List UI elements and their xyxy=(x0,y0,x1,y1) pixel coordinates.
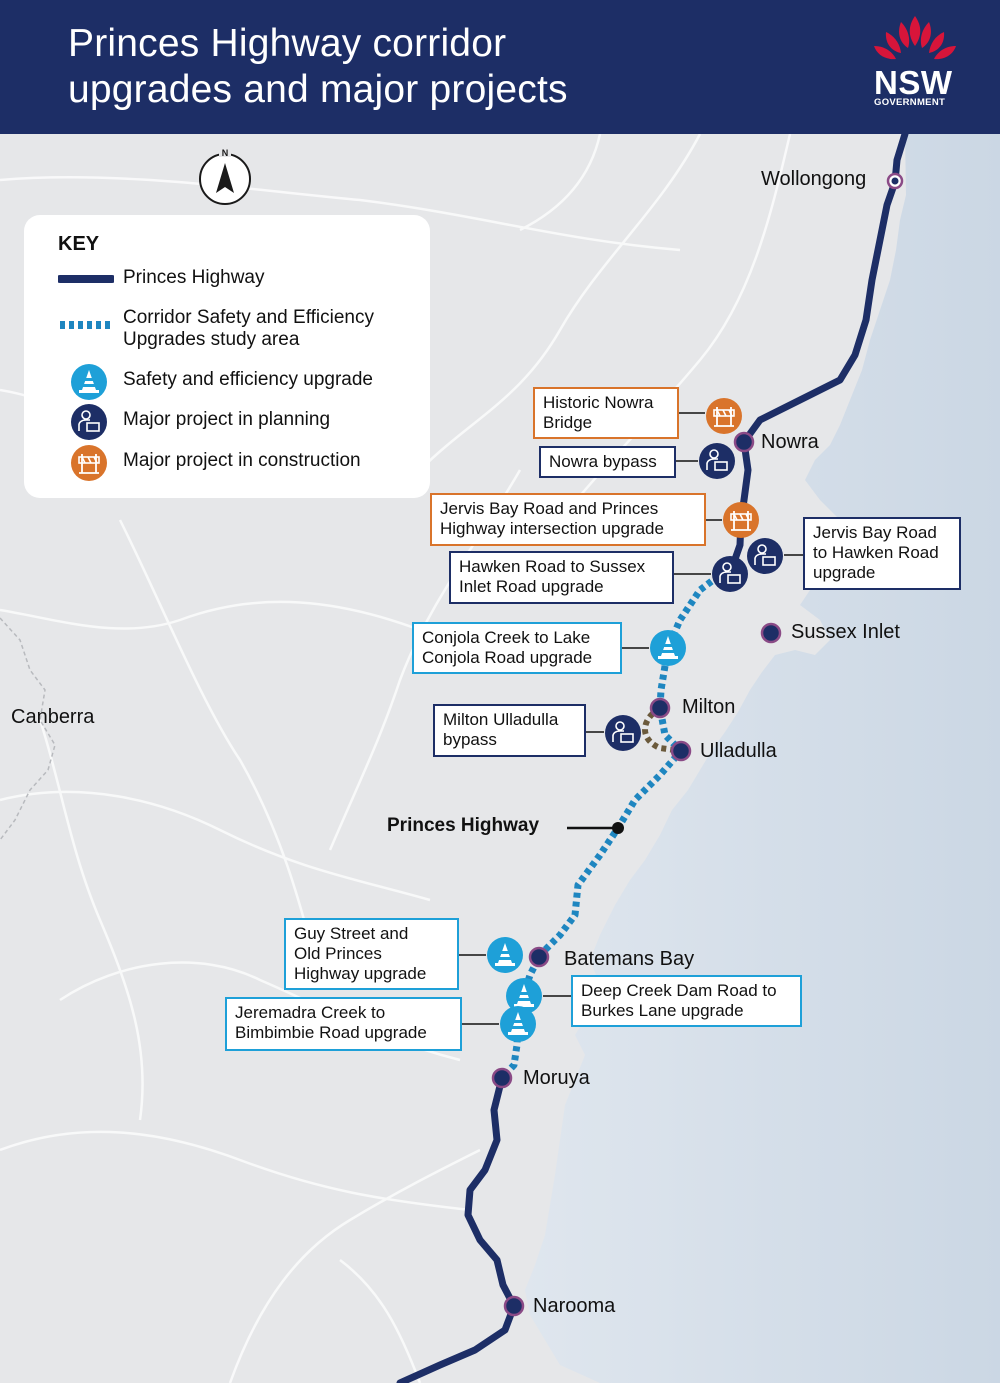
callout-conjola-line1: Conjola Creek to Lake xyxy=(422,628,591,647)
callout-deep-creek-line1: Deep Creek Dam Road to xyxy=(581,981,777,1000)
traffic-cone-icon-jeremadra xyxy=(500,1006,536,1042)
callout-guy-street-line3: Highway upgrade xyxy=(294,964,427,983)
traffic-cone-icon-conjola xyxy=(650,630,686,666)
callout-nowra-bypass-line1: Nowra bypass xyxy=(549,452,657,471)
page-title-line1: Princes Highway corridor xyxy=(68,22,507,65)
map-key-panel: KEY Princes Highway Corridor Safety and … xyxy=(24,215,430,498)
callout-conjola-line2: Conjola Road upgrade xyxy=(422,648,593,667)
construction-icon-jervis-bay-intersection xyxy=(723,502,759,538)
north-letter: N xyxy=(222,148,229,158)
callout-jervis-bay-intersection[interactable]: Jervis Bay Road and Princes Highway inte… xyxy=(430,493,706,546)
town-label-batemans-bay: Batemans Bay xyxy=(564,948,695,970)
callout-guy-street-line2: Old Princes xyxy=(294,944,382,963)
callout-guy-street[interactable]: Guy Street and Old Princes Highway upgra… xyxy=(284,918,459,990)
princes-highway-south xyxy=(396,1074,518,1383)
town-label-milton: Milton xyxy=(682,696,736,718)
government-logo-text: GOVERNMENT xyxy=(874,97,946,108)
key-label-study-area-line2: Upgrades study area xyxy=(123,329,300,350)
key-label-highway: Princes Highway xyxy=(123,267,265,288)
traffic-cone-icon-deep-creek xyxy=(506,978,542,1014)
callout-historic-nowra-bridge[interactable]: Historic Nowra Bridge xyxy=(533,387,679,439)
callout-jervis-bay-intersection-line2: Highway intersection upgrade xyxy=(440,519,664,538)
town-label-nowra: Nowra xyxy=(761,431,819,453)
callout-deep-creek-line2: Burkes Lane upgrade xyxy=(581,1001,744,1020)
north-arrow-icon: N xyxy=(199,148,251,205)
planning-icon-jervis-bay-hawken xyxy=(747,538,783,574)
callout-milton-ulladulla-line2: bypass xyxy=(443,730,497,749)
callout-historic-nowra-bridge-line2: Bridge xyxy=(543,413,593,432)
callout-hawken-sussex[interactable]: Hawken Road to Sussex Inlet Road upgrade xyxy=(449,551,674,604)
town-marker-batemans-bay xyxy=(528,946,550,968)
key-label-study-area-line1: Corridor Safety and Efficiency xyxy=(123,307,374,328)
construction-icon-historic-nowra-bridge xyxy=(706,398,742,434)
callout-historic-nowra-bridge-line1: Historic Nowra xyxy=(543,393,654,412)
callout-hawken-sussex-line1: Hawken Road to Sussex xyxy=(459,557,646,576)
callout-jervis-bay-hawken-line2: to Hawken Road xyxy=(813,543,939,562)
town-label-wollongong: Wollongong xyxy=(761,168,867,190)
town-marker-narooma xyxy=(503,1295,525,1317)
highway-label-dot xyxy=(612,822,624,834)
callout-nowra-bypass[interactable]: Nowra bypass xyxy=(539,446,676,478)
waratah-logo-icon xyxy=(874,16,956,60)
highway-label: Princes Highway xyxy=(387,815,540,836)
construction-barrier-icon xyxy=(71,445,107,481)
town-label-canberra: Canberra xyxy=(11,706,95,728)
act-border xyxy=(0,617,56,841)
traffic-cone-icon-guy-street xyxy=(487,937,523,973)
north-arrow-compass: N xyxy=(198,148,252,206)
nsw-logo-text: NSW xyxy=(874,64,953,101)
callout-guy-street-line1: Guy Street and xyxy=(294,924,409,943)
key-label-construction: Major project in construction xyxy=(123,450,361,471)
milton-ulladulla-bypass-line xyxy=(642,705,682,754)
planning-icon-milton-ulladulla xyxy=(605,715,641,751)
town-label-moruya: Moruya xyxy=(523,1067,590,1089)
planning-icon-hawken-sussex xyxy=(712,556,748,592)
planning-icon xyxy=(71,404,107,440)
town-marker-ulladulla xyxy=(670,740,692,762)
town-marker-moruya xyxy=(491,1067,513,1089)
header-banner: Princes Highway corridor upgrades and ma… xyxy=(0,0,1000,134)
town-marker-nowra xyxy=(733,431,755,453)
callout-jervis-bay-hawken-line3: upgrade xyxy=(813,563,876,582)
callout-milton-ulladulla[interactable]: Milton Ulladulla bypass xyxy=(433,704,586,757)
key-label-planning: Major project in planning xyxy=(123,409,331,430)
town-marker-sussex-inlet xyxy=(760,622,782,644)
page-title-line2: upgrades and major projects xyxy=(68,68,568,111)
key-label-safety: Safety and efficiency upgrade xyxy=(123,369,373,390)
callout-deep-creek[interactable]: Deep Creek Dam Road to Burkes Lane upgra… xyxy=(571,975,802,1027)
town-label-sussex-inlet: Sussex Inlet xyxy=(791,621,900,643)
callout-jervis-bay-hawken-line1: Jervis Bay Road xyxy=(813,523,937,542)
town-label-ulladulla: Ulladulla xyxy=(700,740,777,762)
callout-jervis-bay-intersection-line1: Jervis Bay Road and Princes xyxy=(440,499,659,518)
callout-jeremadra[interactable]: Jeremadra Creek to Bimbimbie Road upgrad… xyxy=(225,997,462,1051)
town-label-narooma: Narooma xyxy=(533,1295,616,1317)
callout-hawken-sussex-line2: Inlet Road upgrade xyxy=(459,577,604,596)
callout-jeremadra-line1: Jeremadra Creek to xyxy=(235,1003,386,1022)
key-title: KEY xyxy=(58,233,100,255)
callout-milton-ulladulla-line1: Milton Ulladulla xyxy=(443,710,559,729)
town-marker-milton xyxy=(649,697,671,719)
planning-icon-nowra-bypass xyxy=(699,443,735,479)
traffic-cone-icon xyxy=(71,364,107,400)
key-highway-line-icon xyxy=(58,275,114,283)
sea-area xyxy=(525,134,1000,1383)
callout-jeremadra-line2: Bimbimbie Road upgrade xyxy=(235,1023,427,1042)
callout-jervis-bay-hawken[interactable]: Jervis Bay Road to Hawken Road upgrade xyxy=(803,517,961,590)
callout-conjola[interactable]: Conjola Creek to Lake Conjola Road upgra… xyxy=(412,622,622,674)
